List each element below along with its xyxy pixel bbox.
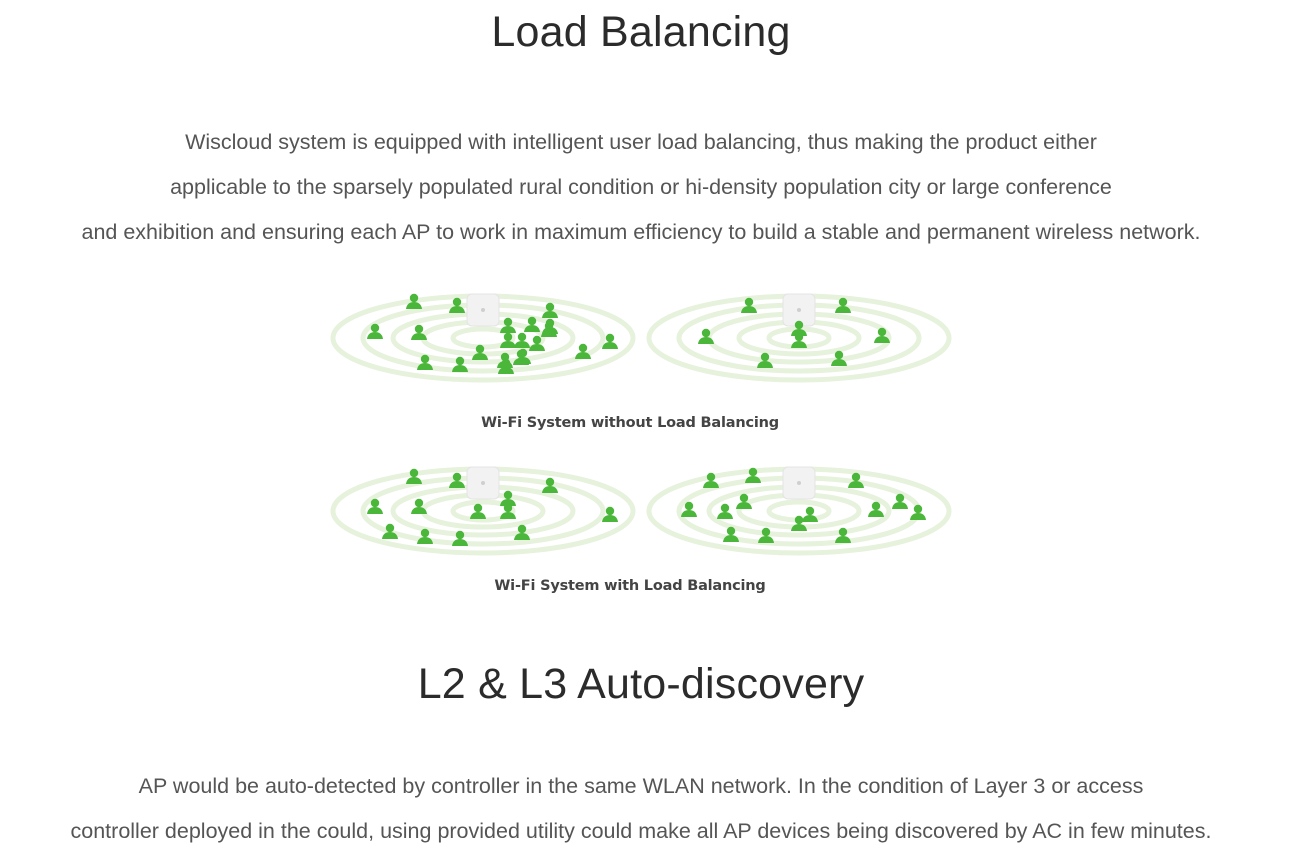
user-icon bbox=[703, 472, 719, 488]
user-icon bbox=[542, 477, 558, 493]
user-icon bbox=[602, 333, 618, 349]
user-icon bbox=[382, 523, 398, 539]
description-line: applicable to the sparsely populated rur… bbox=[170, 175, 1112, 199]
user-icon bbox=[791, 515, 807, 531]
user-icon bbox=[529, 335, 545, 351]
user-icon bbox=[449, 297, 465, 313]
user-icon bbox=[575, 343, 591, 359]
caption-without-load-balancing: Wi-Fi System without Load Balancing bbox=[481, 415, 779, 431]
user-icon bbox=[874, 327, 890, 343]
user-icon bbox=[868, 501, 884, 517]
user-icon bbox=[723, 526, 739, 542]
caption-with-load-balancing: Wi-Fi System with Load Balancing bbox=[494, 578, 766, 594]
user-icon bbox=[602, 506, 618, 522]
user-icon bbox=[500, 490, 516, 506]
user-icon bbox=[542, 302, 558, 318]
access-point-icon bbox=[466, 466, 500, 500]
user-icon bbox=[698, 328, 714, 344]
description-line: Wiscloud system is equipped with intelli… bbox=[185, 130, 1097, 154]
user-icon bbox=[757, 352, 773, 368]
description-line: and exhibition and ensuring each AP to w… bbox=[81, 220, 1201, 244]
user-icon bbox=[472, 344, 488, 360]
user-icon bbox=[892, 493, 908, 509]
user-icon bbox=[449, 472, 465, 488]
user-icon bbox=[515, 348, 531, 364]
user-icon bbox=[745, 467, 761, 483]
description-line: AP would be auto-detected by controller … bbox=[138, 774, 1144, 798]
user-icon bbox=[367, 498, 383, 514]
signal-ring bbox=[450, 499, 516, 523]
user-icon bbox=[910, 504, 926, 520]
user-icon bbox=[524, 316, 540, 332]
access-point-icon bbox=[466, 293, 500, 327]
user-icon bbox=[541, 321, 557, 337]
user-icon bbox=[514, 332, 530, 348]
user-icon bbox=[848, 472, 864, 488]
user-icon bbox=[791, 320, 807, 336]
user-icon bbox=[835, 297, 851, 313]
user-icon bbox=[681, 501, 697, 517]
user-icon bbox=[367, 323, 383, 339]
user-icon bbox=[452, 530, 468, 546]
auto-discovery-description: AP would be auto-detected by controller … bbox=[0, 764, 1282, 854]
auto-discovery-title: L2 & L3 Auto-discovery bbox=[417, 660, 865, 708]
user-icon bbox=[452, 356, 468, 372]
description-line: controller deployed in the could, using … bbox=[70, 819, 1212, 843]
user-icon bbox=[500, 317, 516, 333]
load-balancing-description: Wiscloud system is equipped with intelli… bbox=[0, 120, 1282, 255]
user-icon bbox=[470, 503, 486, 519]
user-icon bbox=[417, 528, 433, 544]
user-icon bbox=[411, 498, 427, 514]
wifi-cell bbox=[646, 466, 952, 556]
user-icon bbox=[736, 493, 752, 509]
user-icon bbox=[514, 524, 530, 540]
user-icon bbox=[498, 358, 514, 374]
diagram-with-load-balancing bbox=[330, 466, 952, 556]
user-icon bbox=[758, 527, 774, 543]
load-balancing-title: Load Balancing bbox=[491, 8, 791, 56]
user-icon bbox=[835, 527, 851, 543]
wifi-cell bbox=[330, 293, 636, 383]
user-icon bbox=[717, 503, 733, 519]
user-icon bbox=[411, 324, 427, 340]
user-icon bbox=[406, 468, 422, 484]
user-icon bbox=[406, 293, 422, 309]
user-icon bbox=[831, 350, 847, 366]
wifi-cell bbox=[330, 466, 636, 556]
user-icon bbox=[417, 354, 433, 370]
diagram-without-load-balancing bbox=[330, 293, 952, 383]
access-point-icon bbox=[782, 466, 816, 500]
wifi-cell bbox=[646, 293, 952, 383]
user-icon bbox=[500, 332, 516, 348]
user-icon bbox=[741, 297, 757, 313]
user-icon bbox=[802, 506, 818, 522]
user-icon bbox=[500, 503, 516, 519]
